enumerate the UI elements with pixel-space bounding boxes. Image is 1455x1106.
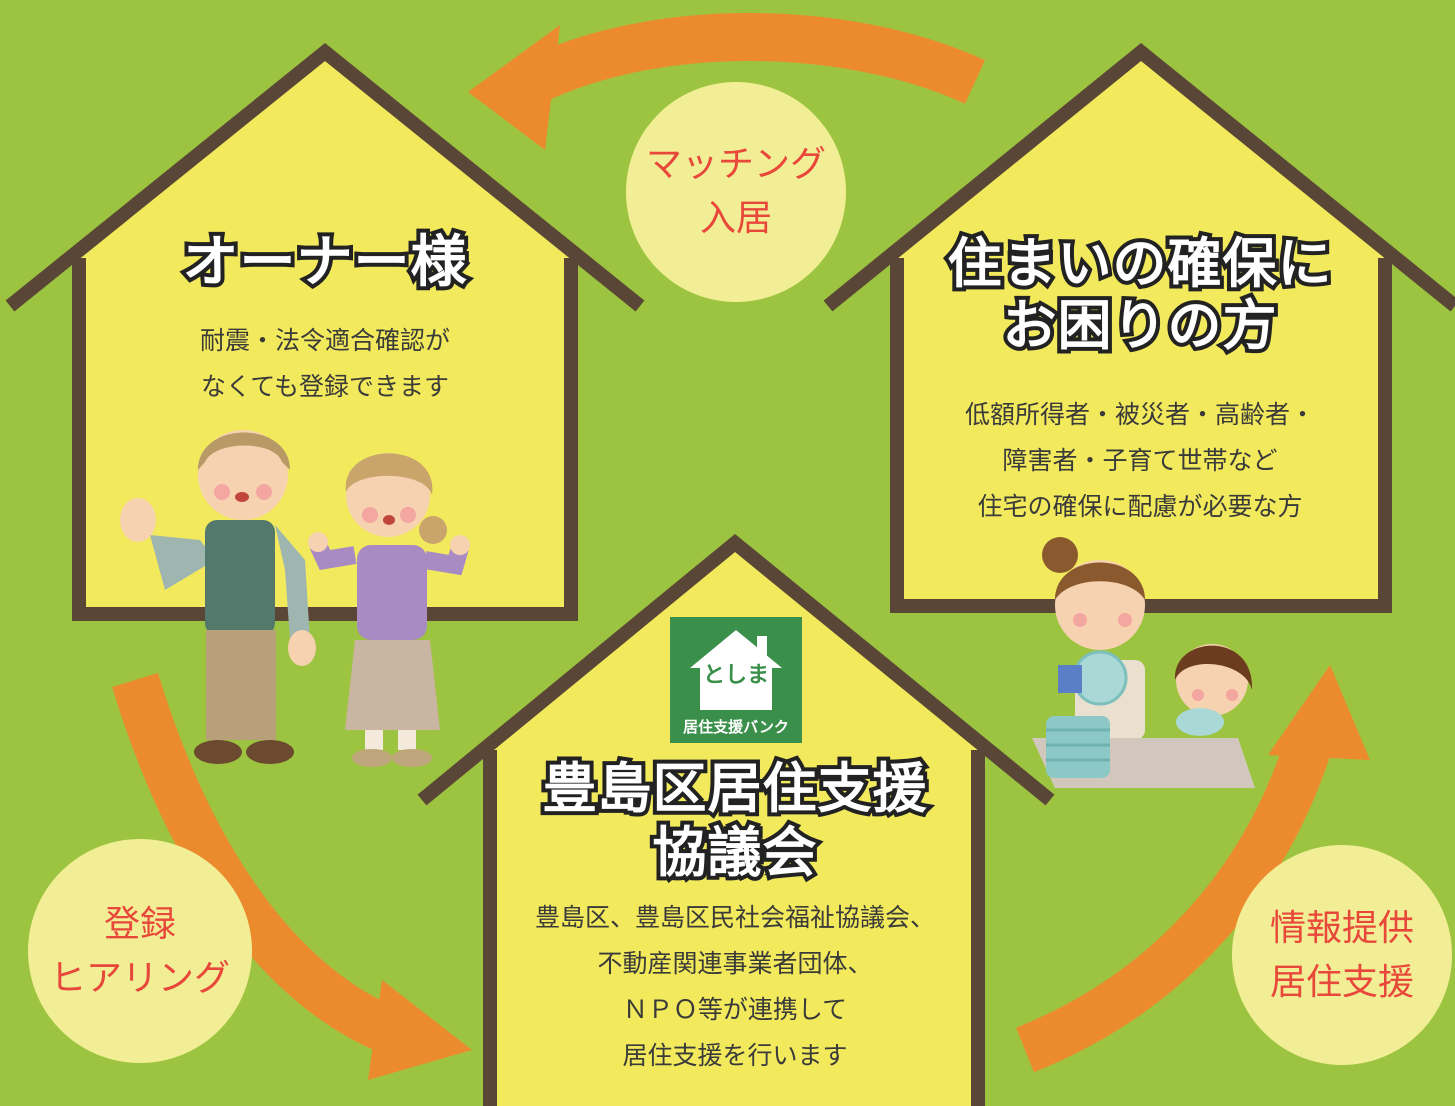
info-label: 情報提供 居住支援 xyxy=(1242,902,1442,1010)
logo-caption: 居住支援バンク xyxy=(683,718,789,736)
toshima-logo xyxy=(670,617,802,743)
seeker-line-2: 障害者・子育て世帯など xyxy=(1002,446,1278,475)
info-circle xyxy=(1232,845,1452,1065)
owner-title: オーナー様 xyxy=(179,226,471,299)
arrow-right xyxy=(1016,665,1370,1073)
council-line-1: 豊島区、豊島区民社会福祉協議会、 xyxy=(534,903,935,932)
council-house xyxy=(417,533,1055,1106)
matching-label-line-1: マッチング xyxy=(645,144,826,185)
seeker-title: 住まいの確保に お困りの方 xyxy=(920,229,1360,361)
seeker-house xyxy=(823,42,1455,613)
seeker-description: 低額所得者・被災者・高齢者・ 障害者・子育て世帯など 住宅の確保に配慮が必要な方 xyxy=(915,392,1365,530)
owner-line-2: なくても登録できます xyxy=(200,372,449,401)
council-line-2: 不動産関連事業者団体、 xyxy=(597,949,873,978)
elderly-man-illustration xyxy=(120,430,316,764)
council-line-3: ＮＰＯ等が連携して xyxy=(622,995,848,1024)
council-line-4: 居住支援を行います xyxy=(622,1041,848,1070)
info-label-line-2: 居住支援 xyxy=(1269,962,1414,1003)
seeker-title-line-1: 住まいの確保に xyxy=(944,229,1336,299)
council-title: 豊島区居住支援 協議会 xyxy=(505,753,965,888)
registration-label: 登録 ヒアリング xyxy=(40,898,240,1006)
owner-description: 耐震・法令適合確認が なくても登録できます xyxy=(110,318,540,410)
elderly-woman-illustration xyxy=(308,453,470,767)
seeker-title-line-2: お困りの方 xyxy=(999,291,1281,361)
council-title-line-1: 豊島区居住支援 xyxy=(539,753,931,824)
council-description: 豊島区、豊島区民社会福祉協議会、 不動産関連事業者団体、 ＮＰＯ等が連携して 居… xyxy=(500,895,970,1079)
registration-circle xyxy=(28,839,252,1063)
registration-label-line-2: ヒアリング xyxy=(49,958,230,999)
owner-line-1: 耐震・法令適合確認が xyxy=(199,326,450,355)
matching-circle xyxy=(626,82,846,302)
logo-name: としま xyxy=(702,663,769,688)
info-label-line-1: 情報提供 xyxy=(1269,908,1414,949)
council-title-line-2: 協議会 xyxy=(649,817,821,888)
seeker-line-3: 住宅の確保に配慮が必要な方 xyxy=(977,492,1303,521)
mother-child-illustration xyxy=(1032,537,1255,788)
registration-label-line-1: 登録 xyxy=(103,904,176,945)
matching-label-line-2: 入居 xyxy=(699,198,772,239)
seeker-line-1: 低額所得者・被災者・高齢者・ xyxy=(964,400,1315,429)
arrow-top xyxy=(468,12,986,150)
matching-label: マッチング 入居 xyxy=(636,138,836,246)
